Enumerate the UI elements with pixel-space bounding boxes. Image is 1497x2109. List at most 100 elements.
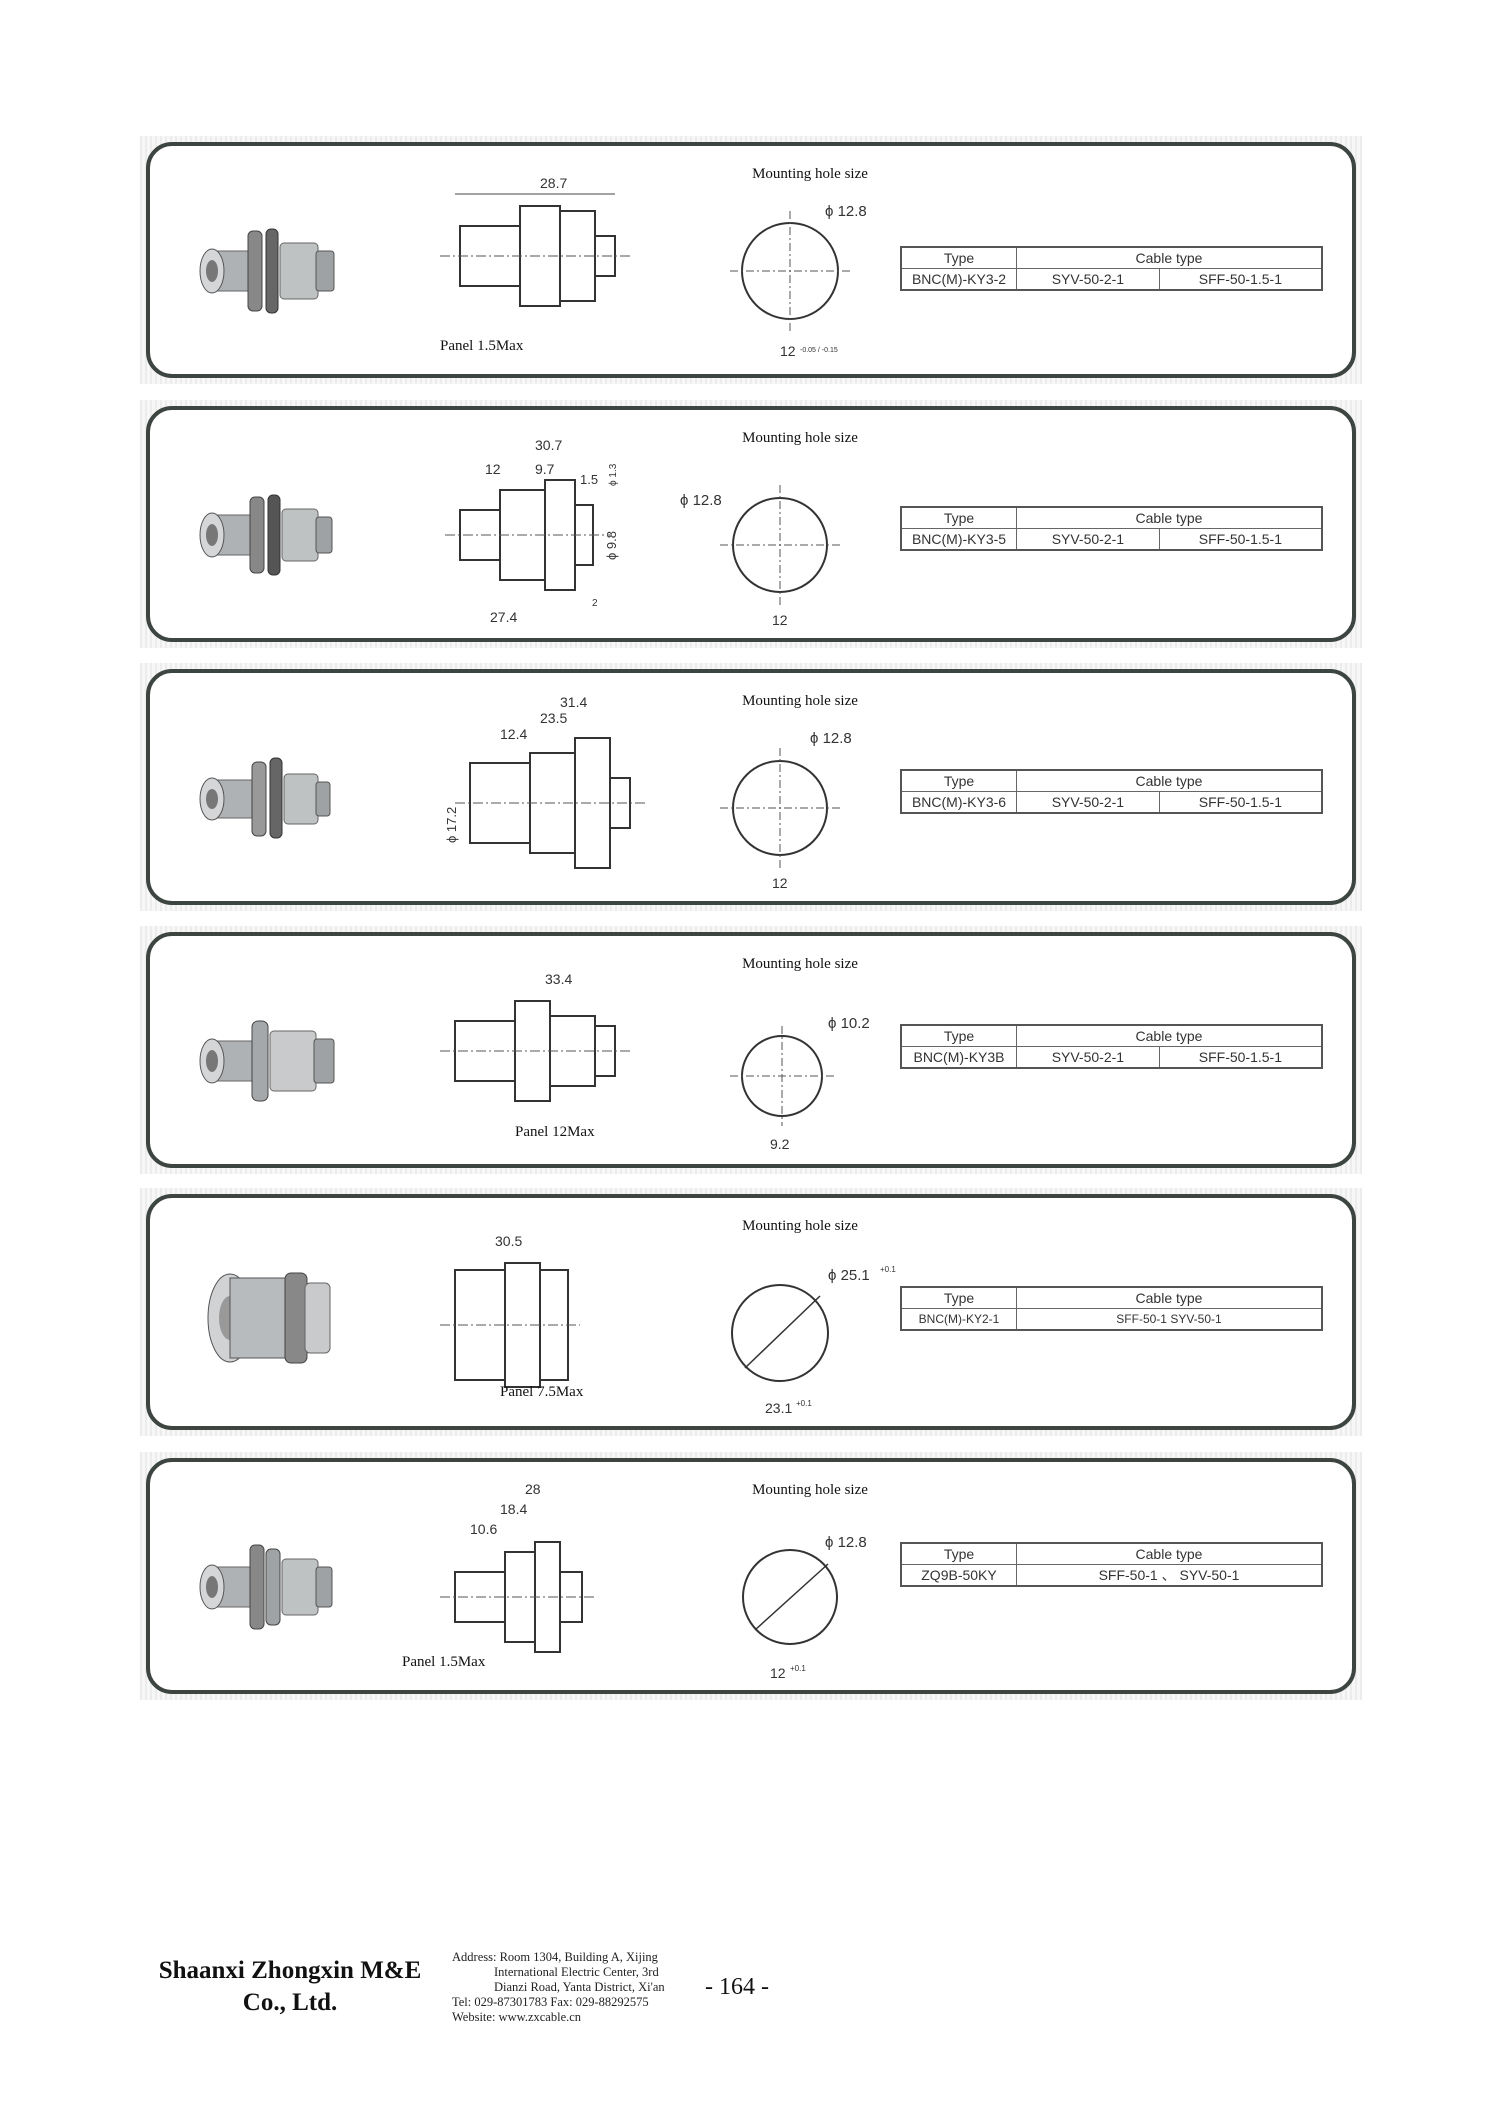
mounting-hole-title: Mounting hole size: [742, 430, 858, 446]
connector-photo: [199, 1020, 335, 1102]
hole-flat: 12: [772, 612, 788, 628]
dim-label: 23.5: [540, 710, 567, 726]
spec-table: Type Cable type BNC(M)-KY2-1 SFF-50-1 SY…: [900, 1286, 1323, 1331]
cable-separator: 、: [1161, 1567, 1176, 1583]
mounting-hole-diagram: Mounting hole size ϕ 12.8 12: [680, 420, 920, 635]
hole-diameter: ϕ 12.8: [680, 492, 722, 509]
dimension-drawing: 28 18.4 10.6: [440, 1481, 595, 1653]
page-number: - 164 -: [705, 1974, 769, 2000]
cable-value-b: SFF-50-1.5-1: [1158, 1046, 1323, 1069]
dim-label: 12: [485, 461, 501, 477]
company-address: Address: Room 1304, Building A, Xijing I…: [452, 1950, 684, 2025]
hole-diameter: ϕ 12.8: [825, 1534, 867, 1551]
cable-value-a: SFF-50-1: [1116, 1312, 1167, 1326]
type-value: BNC(M)-KY3-2: [900, 268, 1017, 291]
cable-value-b: SYV-50-1: [1170, 1312, 1222, 1326]
cable-value-a: SFF-50-1: [1098, 1567, 1158, 1583]
mounting-hole-diagram: Mounting hole size ϕ 12.8 12: [680, 683, 920, 898]
type-header: Type: [900, 1542, 1017, 1565]
dim-label: 33.4: [545, 971, 572, 987]
hole-diameter-tolerance: +0.1: [880, 1265, 896, 1274]
product-panel-6: 28 18.4 10.6 Panel 1.5Max Mounting hole …: [146, 1458, 1356, 1694]
hole-flat: 23.1: [765, 1400, 792, 1416]
address-line-1: Address: Room 1304, Building A, Xijing: [452, 1950, 658, 1964]
cable-value-b: SFF-50-1.5-1: [1158, 528, 1323, 551]
spec-table: Type Cable type BNC(M)-KY3-2 SYV-50-2-1 …: [900, 246, 1323, 291]
mounting-hole-title: Mounting hole size: [742, 1218, 858, 1234]
product-panel-1: 28.7 Panel 1.5Max Mounting hole size ϕ 1…: [146, 142, 1356, 378]
type-header: Type: [900, 769, 1017, 792]
mounting-hole-title: Mounting hole size: [752, 1482, 868, 1498]
dimension-drawing: 33.4: [440, 971, 630, 1102]
hole-tolerance: -0.05 / -0.15: [800, 347, 838, 354]
mounting-hole-diagram: Mounting hole size ϕ 12.8 12 -0.05 / -0.…: [690, 156, 930, 371]
connector-photo: [199, 228, 335, 314]
dim-label: 31.4: [560, 694, 587, 710]
dim-label: 18.4: [500, 1501, 527, 1517]
product-panel-4: 33.4 Panel 12Max Mounting hole size ϕ 10…: [146, 932, 1356, 1168]
type-header: Type: [900, 1024, 1017, 1047]
dimension-drawing: 30.7 12 9.7 1.5 27.4 ϕ 9.8 ϕ 1.3 2: [445, 437, 619, 625]
cable-value-a: SYV-50-2-1: [1016, 791, 1160, 814]
cable-header: Cable type: [1016, 1286, 1323, 1309]
spec-table: Type Cable type ZQ9B-50KY SFF-50-1 、 SYV…: [900, 1542, 1323, 1587]
connector-photo: [207, 1272, 331, 1364]
website: Website: www.zxcable.cn: [452, 2010, 582, 2024]
dimension-drawing: 28.7: [440, 175, 630, 307]
connector-photo: [199, 1544, 333, 1630]
panel-thickness: Panel 12Max: [515, 1124, 595, 1140]
hole-diameter: ϕ 12.8: [825, 203, 867, 220]
mounting-hole-title: Mounting hole size: [742, 693, 858, 709]
product-panel-2: 30.7 12 9.7 1.5 27.4 ϕ 9.8 ϕ 1.3 2 Mount…: [146, 406, 1356, 642]
dim-label: ϕ 17.2: [444, 807, 459, 843]
dim-label: 2: [592, 598, 598, 609]
cable-value: SFF-50-1 SYV-50-1: [1016, 1308, 1323, 1331]
mounting-hole-title: Mounting hole size: [742, 956, 858, 972]
mounting-hole-title: Mounting hole size: [752, 166, 868, 182]
cable-header: Cable type: [1016, 769, 1323, 792]
cable-header: Cable type: [1016, 506, 1323, 529]
hole-diameter: ϕ 10.2: [828, 1015, 870, 1032]
spec-table: Type Cable type BNC(M)-KY3-5 SYV-50-2-1 …: [900, 506, 1323, 551]
address-line-3: Dianzi Road, Yanta District, Xi'an: [494, 1980, 665, 1994]
type-header: Type: [900, 506, 1017, 529]
cable-value-b: SFF-50-1.5-1: [1158, 791, 1323, 814]
contact-phone: Tel: 029-87301783 Fax: 029-88292575: [452, 1995, 649, 2009]
dim-label: 28.7: [540, 175, 567, 191]
cable-header: Cable type: [1016, 1024, 1323, 1047]
cable-value: SFF-50-1 、 SYV-50-1: [1016, 1564, 1323, 1587]
hole-tolerance: +0.1: [790, 1664, 806, 1673]
panel-thickness: Panel 1.5Max: [402, 1654, 486, 1670]
type-value: BNC(M)-KY2-1: [900, 1308, 1017, 1331]
panel-thickness: Panel 7.5Max: [500, 1384, 584, 1400]
connector-photo: [199, 494, 333, 576]
dim-label: 30.7: [535, 437, 562, 453]
cable-header: Cable type: [1016, 1542, 1323, 1565]
type-header: Type: [900, 1286, 1017, 1309]
dimension-drawing: 30.5: [440, 1233, 580, 1388]
dim-label: ϕ 1.3: [608, 463, 619, 486]
product-panel-3: 31.4 23.5 12.4 ϕ 17.2 Mounting hole size…: [146, 669, 1356, 905]
hole-flat: 12: [780, 343, 796, 359]
connector-photo: [199, 757, 331, 839]
hole-diameter: ϕ 25.1: [828, 1267, 870, 1284]
cable-value-b: SYV-50-1: [1179, 1567, 1240, 1583]
dim-label: 27.4: [490, 609, 517, 625]
cable-header: Cable type: [1016, 246, 1323, 269]
type-value: BNC(M)-KY3-5: [900, 528, 1017, 551]
mounting-hole-diagram: Mounting hole size ϕ 25.1 +0.1 23.1 +0.1: [680, 1208, 920, 1423]
type-value: BNC(M)-KY3B: [900, 1046, 1017, 1069]
type-value: BNC(M)-KY3-6: [900, 791, 1017, 814]
spec-table: Type Cable type BNC(M)-KY3B SYV-50-2-1 S…: [900, 1024, 1323, 1069]
dim-label: 1.5: [580, 472, 598, 487]
type-header: Type: [900, 246, 1017, 269]
dim-label: 30.5: [495, 1233, 522, 1249]
company-name: Shaanxi Zhongxin M&E Co., Ltd.: [140, 1955, 440, 2019]
cable-value-a: SYV-50-2-1: [1016, 528, 1160, 551]
dim-label: 9.7: [535, 461, 555, 477]
hole-diameter: ϕ 12.8: [810, 730, 852, 747]
dimension-drawing: 31.4 23.5 12.4 ϕ 17.2: [444, 694, 645, 869]
company-line-1: Shaanxi Zhongxin M&E: [158, 1957, 422, 1984]
type-value: ZQ9B-50KY: [900, 1564, 1017, 1587]
cable-value-a: SYV-50-2-1: [1016, 268, 1160, 291]
